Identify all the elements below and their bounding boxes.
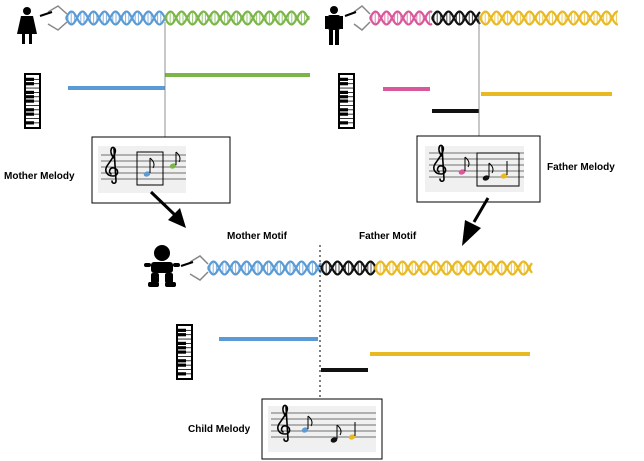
piano-keyboard-icon <box>24 73 41 129</box>
dna-segment-blue <box>207 260 322 276</box>
mother-motif-label: Mother Motif <box>227 231 287 242</box>
man-icon <box>325 6 343 45</box>
baby-icon <box>144 245 180 287</box>
eighth-note-icon <box>330 424 342 443</box>
eighth-note-icon <box>143 157 155 177</box>
dna-segment-pink <box>369 10 433 26</box>
dna-segment-blue <box>65 10 166 26</box>
eighth-note-icon <box>458 156 470 175</box>
dna-segment-black <box>320 260 376 276</box>
eighth-note-icon <box>301 415 313 433</box>
quarter-note-icon <box>500 161 508 179</box>
quarter-note-icon <box>348 422 356 440</box>
woman-icon <box>17 7 37 44</box>
piano-keyboard-icon <box>176 324 193 380</box>
father-dna <box>369 10 618 26</box>
father-motif-label: Father Motif <box>359 231 417 242</box>
dna-segment-black <box>431 10 481 26</box>
mother-melody-label: Mother Melody <box>4 171 75 182</box>
dna-segment-green <box>164 10 310 26</box>
mother-dna <box>65 10 310 26</box>
eighth-note-icon <box>169 151 181 169</box>
child-melody-staff <box>261 398 383 460</box>
arrow-icon <box>149 190 186 228</box>
dna-segment-yellow <box>479 10 618 26</box>
dna-segment-yellow <box>374 260 533 276</box>
dna-end-cap-icon <box>47 5 371 281</box>
father-melody-label: Father Melody <box>547 162 615 173</box>
father-melody-staff <box>416 135 541 203</box>
child-dna <box>207 260 533 276</box>
piano-keyboard-icon <box>338 73 355 129</box>
eighth-note-icon <box>482 162 494 181</box>
child-melody-label: Child Melody <box>188 424 251 435</box>
dna-end-cap-dark-icon <box>39 11 357 267</box>
arrow-icon <box>462 197 490 246</box>
mother-melody-staff <box>91 136 231 204</box>
